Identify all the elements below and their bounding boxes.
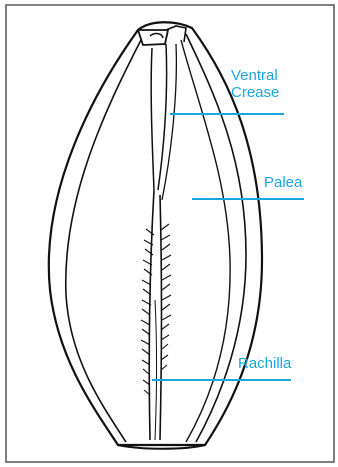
rachilla-hairs bbox=[141, 224, 171, 395]
crease-right bbox=[158, 44, 167, 190]
lemma-inner-edge bbox=[66, 40, 141, 442]
crease-inner bbox=[162, 44, 176, 200]
rachilla-center bbox=[155, 300, 157, 440]
grain-tip-detail bbox=[150, 34, 163, 38]
crease-left bbox=[151, 48, 154, 190]
ventral-crease-label-line2: Crease bbox=[231, 84, 279, 101]
rachilla-label: Rachilla bbox=[238, 355, 291, 372]
palea-label: Palea bbox=[264, 174, 302, 191]
rachilla-right-edge bbox=[160, 195, 162, 440]
grain-tip-right bbox=[166, 26, 186, 42]
ventral-crease-label-line1: Ventral bbox=[231, 67, 279, 84]
figure-frame bbox=[6, 5, 334, 462]
ventral-crease-label: Ventral Crease bbox=[231, 67, 279, 101]
